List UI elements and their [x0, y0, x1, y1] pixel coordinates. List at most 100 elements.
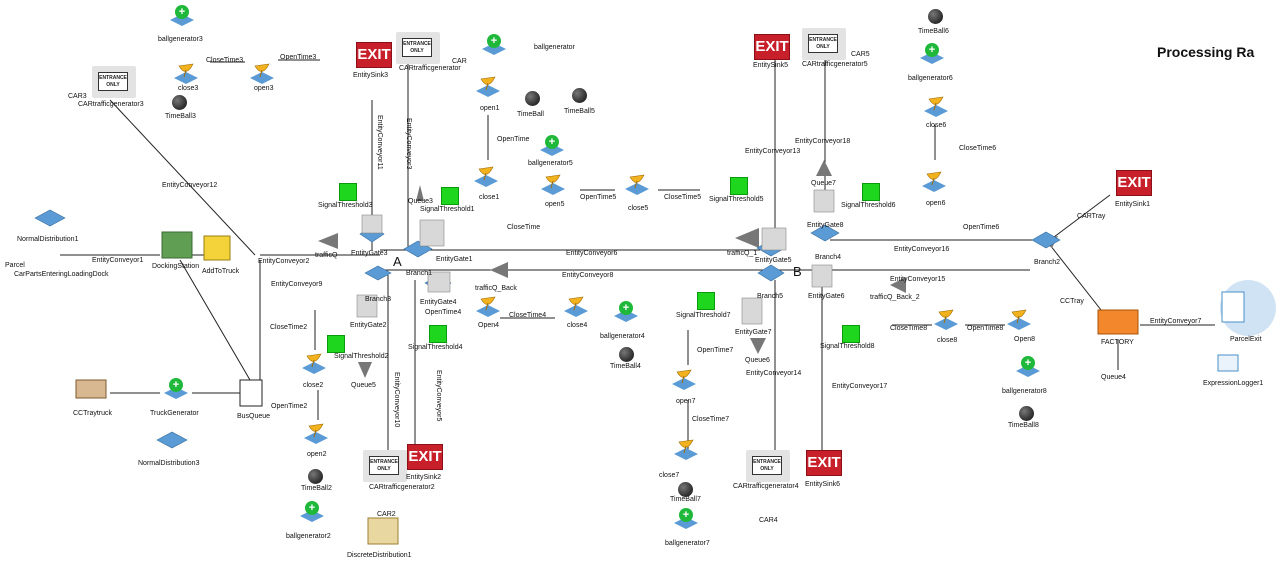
label-queue7[interactable]: Queue7 — [811, 180, 836, 187]
label-entityconveyor7[interactable]: EntityConveyor7 — [1150, 318, 1202, 325]
label-signalthreshold8[interactable]: SignalThreshold8 — [820, 343, 875, 350]
label-entityconveyor1[interactable]: EntityConveyor1 — [92, 257, 144, 264]
label-cartray[interactable]: CARTray — [1077, 213, 1106, 220]
label-entityconveyor16[interactable]: EntityConveyor16 — [894, 246, 950, 253]
entrance-sign[interactable]: ENTRANCE ONLY — [396, 32, 440, 64]
exit-sign-2[interactable]: EXIT — [407, 444, 443, 470]
label-carpartsenteringloadingdock[interactable]: CarPartsEnteringLoadingDock — [14, 271, 109, 278]
label-cartrafficgenerator2[interactable]: CARtrafficgenerator2 — [369, 484, 435, 491]
label-cctray[interactable]: CCTray — [1060, 298, 1084, 305]
label-branch1[interactable]: Branch1 — [406, 270, 433, 277]
label-opentime8[interactable]: OpenTime8 — [967, 325, 1004, 332]
entrance-sign-4[interactable]: ENTRANCE ONLY — [746, 450, 790, 482]
label-timeball8[interactable]: TimeBall8 — [1008, 422, 1039, 429]
entrance-sign-3[interactable]: ENTRANCE ONLY — [92, 66, 136, 98]
label-entitygate7[interactable]: EntityGate7 — [735, 329, 772, 336]
label-open2[interactable]: open2 — [307, 451, 327, 458]
label-closetime4[interactable]: CloseTime4 — [509, 312, 547, 319]
label-ballgenerator6[interactable]: ballgenerator6 — [908, 75, 953, 82]
label-closetime6[interactable]: CloseTime6 — [959, 145, 997, 152]
label-trafficq-1[interactable]: trafficQ_1 — [727, 250, 758, 257]
time-ball-7-icon[interactable] — [678, 482, 693, 497]
exit-sign-1[interactable]: EXIT — [1116, 170, 1152, 196]
label-entitygate1[interactable]: EntityGate1 — [436, 256, 473, 263]
label-trafficq-back[interactable]: trafficQ_Back — [475, 285, 517, 292]
label-close6[interactable]: close6 — [926, 122, 947, 129]
label-car3[interactable]: CAR3 — [68, 93, 87, 100]
label-queue6[interactable]: Queue6 — [745, 357, 770, 364]
label-queue5[interactable]: Queue5 — [351, 382, 376, 389]
signal-threshold-4-block[interactable] — [429, 325, 447, 343]
label-entitysink3[interactable]: EntitySink3 — [353, 72, 389, 79]
label-entitygate5[interactable]: EntityGate5 — [755, 257, 792, 264]
label-opentime2[interactable]: OpenTime2 — [271, 403, 308, 410]
label-timeball4[interactable]: TimeBall4 — [610, 363, 641, 370]
label-opentime[interactable]: OpenTime — [497, 136, 530, 143]
time-ball-8-icon[interactable] — [1019, 406, 1034, 421]
label-entityconveyor15[interactable]: EntityConveyor15 — [890, 276, 946, 283]
label-close4[interactable]: close4 — [567, 322, 588, 329]
label-entitygate4[interactable]: EntityGate4 — [420, 299, 457, 306]
label-entityconveyor6[interactable]: EntityConveyor6 — [566, 250, 618, 257]
label-close5[interactable]: close5 — [628, 205, 649, 212]
label-timeball7[interactable]: TimeBall7 — [670, 496, 701, 503]
label-parcel[interactable]: Parcel — [5, 262, 25, 269]
label-queue4[interactable]: Queue4 — [1101, 374, 1126, 381]
label-ballgenerator5[interactable]: ballgenerator5 — [528, 160, 573, 167]
label-entityconveyor17[interactable]: EntityConveyor17 — [832, 383, 888, 390]
exit-sign-3[interactable]: EXIT — [356, 42, 392, 68]
label-timeball6[interactable]: TimeBall6 — [918, 28, 949, 35]
signal-threshold-7-block[interactable] — [697, 292, 715, 310]
label-signalthreshold1[interactable]: SignalThreshold1 — [420, 206, 475, 213]
label-branch5[interactable]: Branch5 — [757, 293, 784, 300]
label-closetime3[interactable]: CloseTime3 — [206, 57, 244, 64]
label-factory[interactable]: FACTORY — [1101, 339, 1134, 346]
label-entityconveyor8[interactable]: EntityConveyor8 — [562, 272, 614, 279]
label-entityconveyor11[interactable]: EntityConveyor11 — [376, 115, 383, 170]
signal-threshold-2-block[interactable] — [327, 335, 345, 353]
label-ballgenerator3[interactable]: ballgenerator3 — [158, 36, 203, 43]
label-close7[interactable]: close7 — [659, 472, 680, 479]
label-dockingstation[interactable]: DockingStation — [152, 263, 200, 270]
signal-threshold-1-block[interactable] — [441, 187, 459, 205]
label-entityconveyor3[interactable]: EntityConveyor3 — [405, 118, 412, 170]
label-signalthreshold5[interactable]: SignalThreshold5 — [709, 196, 764, 203]
label-car4[interactable]: CAR4 — [759, 517, 778, 524]
label-closetime2[interactable]: CloseTime2 — [270, 324, 308, 331]
label-open8[interactable]: Open8 — [1014, 336, 1036, 343]
label-open1[interactable]: open1 — [480, 105, 500, 112]
label-addtotruck[interactable]: AddToTruck — [202, 268, 240, 275]
label-entitysink6[interactable]: EntitySink6 — [805, 481, 841, 488]
signal-threshold-8-block[interactable] — [842, 325, 860, 343]
label-open4[interactable]: Open4 — [478, 322, 500, 329]
signal-threshold-5-block[interactable] — [730, 177, 748, 195]
label-entityconveyor13[interactable]: EntityConveyor13 — [745, 148, 801, 155]
label-ballgenerator[interactable]: ballgenerator — [534, 44, 575, 51]
label-cartrafficgenerator3[interactable]: CARtrafficgenerator3 — [78, 101, 144, 108]
label-trafficq[interactable]: trafficQ — [315, 252, 338, 259]
label-expressionlogger1[interactable]: ExpressionLogger1 — [1203, 380, 1264, 387]
label-close2[interactable]: close2 — [303, 382, 324, 389]
label-signalthreshold3[interactable]: SignalThreshold3 — [318, 202, 373, 209]
label-discretedistribution1[interactable]: DiscreteDistribution1 — [347, 552, 412, 559]
label-signalthreshold4[interactable]: SignalThreshold4 — [408, 344, 463, 351]
label-open7[interactable]: open7 — [676, 398, 696, 405]
label-entitygate6[interactable]: EntityGate6 — [808, 293, 845, 300]
exit-sign-5[interactable]: EXIT — [754, 34, 790, 60]
label-cartrafficgenerator[interactable]: CARtrafficgenerator — [399, 65, 461, 72]
label-open6[interactable]: open6 — [926, 200, 946, 207]
label-ballgenerator2[interactable]: ballgenerator2 — [286, 533, 331, 540]
label-car5[interactable]: CAR5 — [851, 51, 870, 58]
exit-sign-6[interactable]: EXIT — [806, 450, 842, 476]
label-parcelexit[interactable]: ParcelExit — [1230, 336, 1262, 343]
label-normaldistribution3[interactable]: NormalDistribution3 — [138, 460, 200, 467]
label-timeball3[interactable]: TimeBall3 — [165, 113, 196, 120]
label-trafficq-back-2[interactable]: trafficQ_Back_2 — [870, 294, 920, 301]
label-branch2[interactable]: Branch2 — [1034, 259, 1061, 266]
label-entityconveyor2[interactable]: EntityConveyor2 — [258, 258, 310, 265]
time-ball-2-icon[interactable] — [308, 469, 323, 484]
label-truckgenerator[interactable]: TruckGenerator — [150, 410, 199, 417]
label-opentime6[interactable]: OpenTime6 — [963, 224, 1000, 231]
label-timeball5[interactable]: TimeBall5 — [564, 108, 595, 115]
label-closetime8[interactable]: CloseTime8 — [890, 325, 928, 332]
